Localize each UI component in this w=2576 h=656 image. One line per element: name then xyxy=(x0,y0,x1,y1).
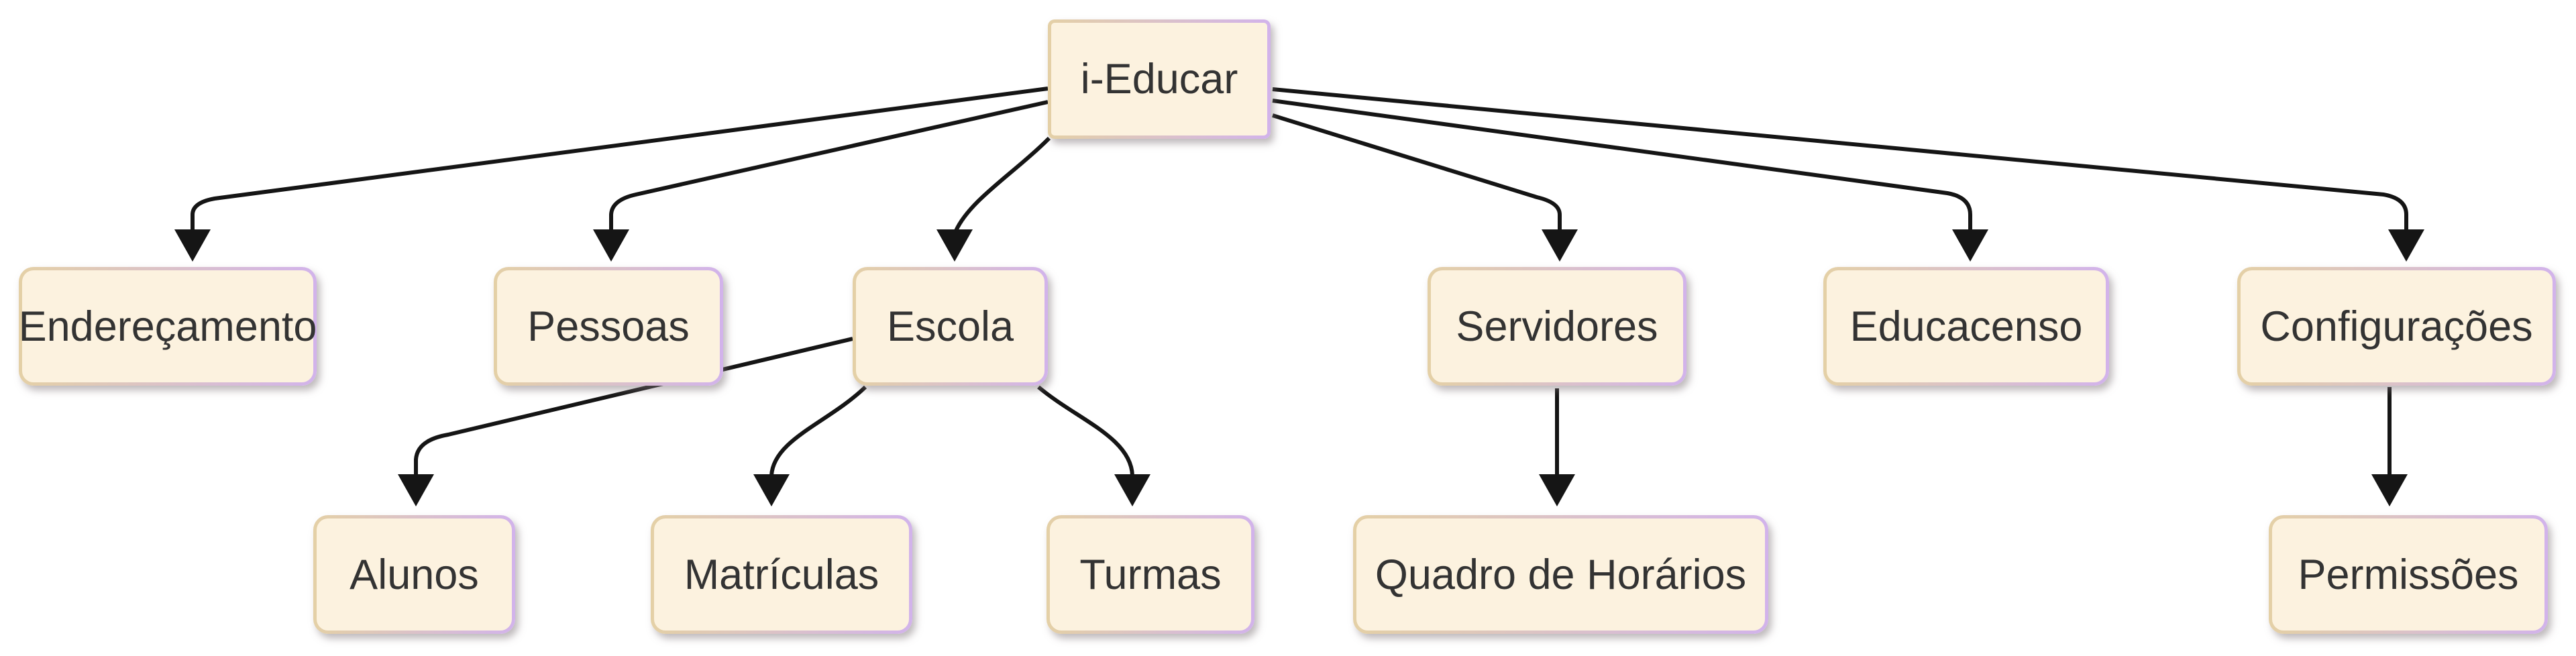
node-escola: Escola xyxy=(853,267,1048,386)
node-turmas: Turmas xyxy=(1046,515,1254,634)
arrowhead-permissoes xyxy=(2371,474,2408,506)
node-configuracoes: Configurações xyxy=(2237,267,2556,386)
node-permissoes-label: Permissões xyxy=(2298,551,2519,598)
arrowhead-pessoas xyxy=(593,229,629,262)
node-servidores: Servidores xyxy=(1428,267,1686,386)
node-escola-label: Escola xyxy=(886,303,1014,350)
node-matriculas-label: Matrículas xyxy=(684,551,879,598)
node-configuracoes-label: Configurações xyxy=(2260,303,2533,350)
edge-escola-turmas xyxy=(1037,385,1134,476)
arrowhead-enderecamento xyxy=(174,229,211,262)
node-turmas-label: Turmas xyxy=(1079,551,1222,598)
edge-escola-matriculas xyxy=(769,385,867,476)
node-permissoes: Permissões xyxy=(2269,515,2548,634)
node-alunos: Alunos xyxy=(313,515,515,634)
node-educacenso-label: Educacenso xyxy=(1849,303,2083,350)
arrowhead-escola xyxy=(936,229,973,262)
arrowhead-servidores xyxy=(1542,229,1578,262)
arrowhead-configuracoes xyxy=(2388,229,2424,262)
node-enderecamento: Endereçamento xyxy=(19,267,317,386)
edge-root-enderecamento xyxy=(191,87,1049,231)
edge-root-escola xyxy=(954,136,1051,232)
edge-root-educacenso xyxy=(1272,99,1972,231)
edge-root-pessoas xyxy=(609,100,1049,231)
edge-root-configuracoes xyxy=(1272,87,2408,231)
node-pessoas: Pessoas xyxy=(494,267,723,386)
node-enderecamento-label: Endereçamento xyxy=(18,303,317,350)
arrowhead-educacenso xyxy=(1952,229,1988,262)
arrowhead-alunos xyxy=(398,474,434,506)
node-quadro-de-horarios: Quadro de Horários xyxy=(1353,515,1768,634)
node-i-educar: i-Educar xyxy=(1048,19,1271,139)
arrowhead-quadro xyxy=(1539,474,1575,506)
edge-root-servidores xyxy=(1272,113,1562,231)
node-quadro-de-horarios-label: Quadro de Horários xyxy=(1375,551,1747,598)
node-alunos-label: Alunos xyxy=(350,551,479,598)
arrowhead-matriculas xyxy=(753,474,790,506)
node-servidores-label: Servidores xyxy=(1456,303,1658,350)
arrowhead-turmas xyxy=(1114,474,1150,506)
node-i-educar-label: i-Educar xyxy=(1080,56,1238,103)
edge-escola-alunos xyxy=(414,337,853,476)
node-pessoas-label: Pessoas xyxy=(527,303,690,350)
node-matriculas: Matrículas xyxy=(651,515,912,634)
node-educacenso: Educacenso xyxy=(1823,267,2109,386)
